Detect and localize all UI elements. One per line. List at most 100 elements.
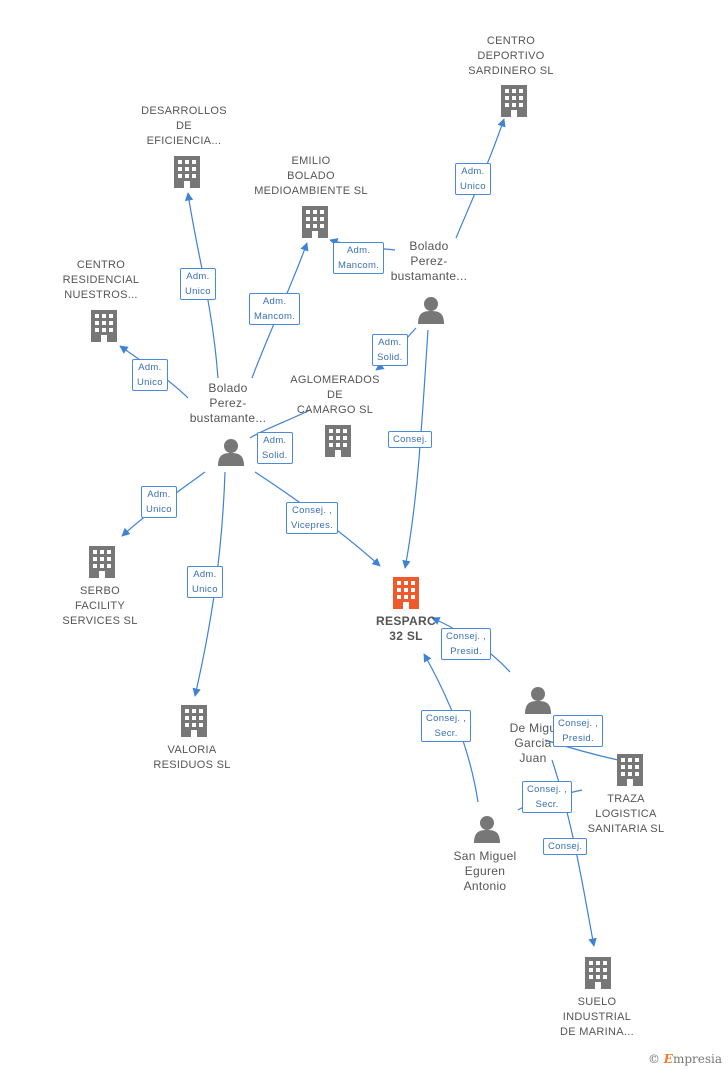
node-label-line: INDUSTRIAL [562,1011,632,1023]
node-label-line: SARDINERO SL [468,65,554,77]
edge-label-line: Unico [146,504,172,515]
node-traza[interactable]: TRAZA LOGISTICA SANITARIA SL [561,792,691,837]
edge-label-line: Unico [192,584,218,595]
node-centro-deportivo[interactable]: CENTRO DEPORTIVO SARDINERO SL [446,34,576,79]
node-serbo[interactable]: SERBO FACILITY SERVICES SL [35,584,165,629]
node-label-line: bustamante... [390,269,468,283]
edge-label-line: Unico [185,286,211,297]
edge-label-line: Consej. [548,841,583,852]
node-bolado-left[interactable]: Bolado Perez- bustamante... [163,381,293,426]
edge-label[interactable]: Adm. Mancom. [249,293,301,325]
node-label-line: TRAZA [607,793,645,805]
edge-label[interactable]: Adm. Unico [187,566,223,598]
node-label-line: DE [327,389,343,401]
building-icon [91,310,117,342]
node-label-line: RESPARC [376,614,436,628]
node-label-line: San Miguel [453,849,517,863]
node-label-line: DEPORTIVO [477,50,545,62]
brand-letter: E [663,1052,673,1066]
node-aglomerados[interactable]: AGLOMERADOS DE CAMARGO SL [270,373,400,418]
node-label-line: Antonio [463,879,507,893]
person-icon [218,439,244,466]
edge-label-line: Mancom. [254,311,296,322]
node-de-miguel[interactable]: De Migu Garcia Juan [468,721,598,766]
node-label-line: SANITARIA SL [587,823,665,835]
edge-label[interactable]: Consej. , Secr. [522,781,573,813]
edge-label-line: Secr. [434,728,458,739]
edge-label[interactable]: Consej. , Secr. [421,710,472,742]
edge-label-line: Presid. [562,733,594,744]
node-label-line: De Migu [509,721,557,735]
node-label-line: DESARROLLOS [141,105,227,117]
building-icon [501,85,527,117]
edge-label-line: Consej. , [558,718,599,729]
node-desarrollos[interactable]: DESARROLLOS DE EFICIENCIA... [119,104,249,149]
edge-label-line: Adm. [186,271,210,282]
node-label-line: CENTRO [76,259,126,271]
node-label-line: RESIDUOS SL [153,759,231,771]
building-icon [393,577,419,609]
edge-label-line: Consej. , [426,713,467,724]
edge-label-line: Mancom. [338,260,380,271]
edge-label-line: Adm. [193,569,217,580]
edge-label[interactable]: Adm. Unico [141,486,177,518]
node-centro-residencial[interactable]: CENTRO RESIDENCIAL NUESTROS... [36,258,166,303]
node-label-line: Juan [519,751,547,765]
edge-label-line: Adm. [262,296,287,307]
node-label-line: RESIDENCIAL [62,274,140,286]
edge-label[interactable]: Adm. Unico [455,163,491,195]
person-icon [418,297,444,324]
node-label-line: SERBO [79,585,120,597]
building-icon [617,754,643,786]
edge-label-line: Adm. [147,489,171,500]
node-label-line: bustamante... [189,411,267,425]
edge-label[interactable]: Consej. [543,838,588,855]
edge-label-line: Unico [460,181,486,192]
copyright-symbol: © [647,1052,660,1066]
edge-label-line: Adm. [378,337,402,348]
node-label-line: MEDIOAMBIENTE SL [254,185,368,197]
building-icon [89,546,115,578]
node-san-miguel[interactable]: San Miguel Eguren Antonio [420,849,550,894]
node-label-line: SERVICES SL [62,615,138,627]
building-icon [181,705,207,737]
edge-label-line: Consej. , [291,505,333,516]
node-label-line: EMILIO [291,155,331,167]
node-label-line: VALORIA [167,744,217,756]
node-label-line: SUELO [577,996,617,1008]
edge-label-line: Consej. , [446,631,487,642]
edge-label[interactable]: Consej. , Presid. [553,715,604,747]
edge-label-line: Vicepres. [291,520,334,531]
node-resparc[interactable]: RESPARC 32 SL [341,614,471,644]
building-icon [174,156,200,188]
edge-label[interactable]: Adm. Mancom. [333,242,385,274]
node-label-line: AGLOMERADOS [290,374,380,386]
node-label-line: CENTRO [486,35,536,47]
node-label-line: Garcia [514,736,552,750]
node-label-line: DE [176,120,192,132]
edge-label-line: Solid. [262,450,288,461]
node-label-line: Bolado [409,239,449,253]
edge-label[interactable]: Adm. Solid. [372,334,408,366]
edge-label[interactable]: Adm. Unico [180,268,216,300]
edge-de-miguel-to-traza [544,739,619,761]
node-valoria[interactable]: VALORIA RESIDUOS SL [127,743,257,773]
edge-label[interactable]: Adm. Unico [132,359,168,391]
building-icon [325,425,351,457]
node-emilio[interactable]: EMILIO BOLADO MEDIOAMBIENTE SL [246,154,376,199]
edge-label[interactable]: Consej. [388,431,433,448]
edge-label-line: Solid. [377,352,403,363]
node-label-line: EFICIENCIA... [146,135,222,147]
edge-label[interactable]: Consej. , Presid. [441,628,492,660]
edge-label-line: Adm. [346,245,371,256]
node-label-line: FACILITY [74,600,126,612]
node-suelo[interactable]: SUELO INDUSTRIAL DE MARINA... [532,995,662,1040]
edge-label[interactable]: Adm. Solid. [257,432,293,464]
edge-label-line: Adm. [461,166,485,177]
brand-name: mpresia [672,1052,722,1066]
edge-label[interactable]: Consej. , Vicepres. [286,502,339,534]
edge-label-line: Consej. [393,434,428,445]
node-bolado-right[interactable]: Bolado Perez- bustamante... [364,239,494,284]
edge-label-line: Presid. [450,646,482,657]
edge-label-line: Secr. [535,799,559,810]
